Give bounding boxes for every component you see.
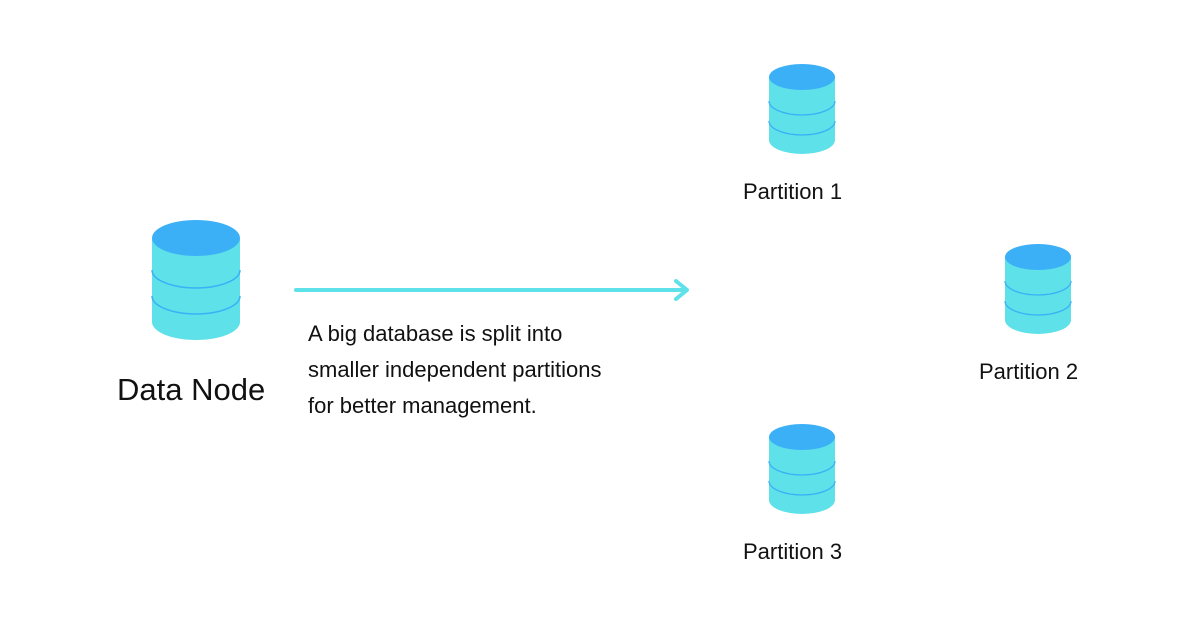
caption-line: for better management. bbox=[308, 393, 537, 418]
data-node-database-icon bbox=[151, 220, 241, 340]
data-node-label: Data Node bbox=[117, 372, 266, 407]
arrow-right-icon bbox=[294, 279, 689, 301]
partition-1-database-icon bbox=[768, 64, 836, 154]
arrow-caption: A big database is split into smaller ind… bbox=[308, 316, 688, 424]
partition-2-database-icon bbox=[1004, 244, 1072, 334]
caption-line: A big database is split into bbox=[308, 321, 563, 346]
caption-line: smaller independent partitions bbox=[308, 357, 602, 382]
partition-3-database-icon bbox=[768, 424, 836, 514]
partition-1-label: Partition 1 bbox=[743, 179, 843, 204]
partition-2-label: Partition 2 bbox=[979, 359, 1079, 384]
partition-3-label: Partition 3 bbox=[743, 539, 843, 564]
